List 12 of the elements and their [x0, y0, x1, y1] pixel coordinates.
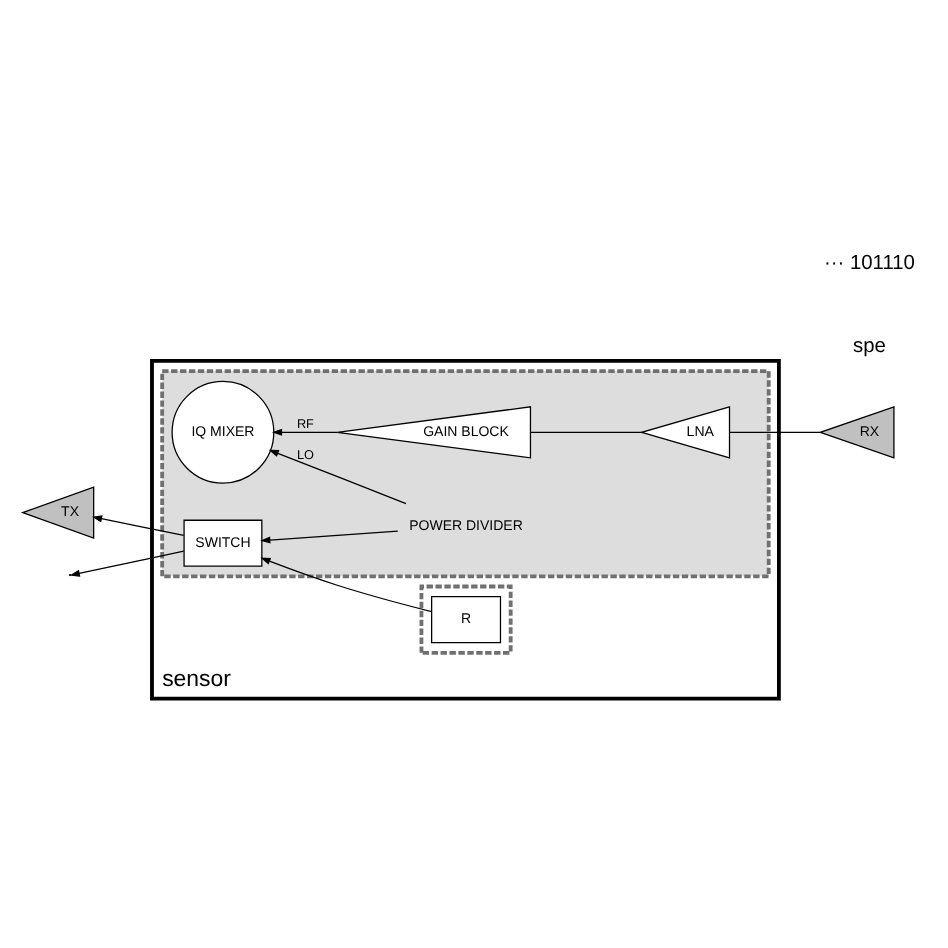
arrow	[268, 448, 407, 504]
arrow	[260, 529, 399, 543]
label: spe	[852, 334, 886, 357]
connector	[729, 430, 821, 432]
arrow	[260, 556, 433, 612]
arrow	[91, 514, 185, 536]
connector	[530, 430, 643, 432]
cluster	[419, 583, 513, 654]
label: ··· 101110	[823, 251, 915, 274]
arrow	[69, 549, 185, 576]
arrow	[271, 427, 338, 435]
cluster	[160, 368, 771, 578]
